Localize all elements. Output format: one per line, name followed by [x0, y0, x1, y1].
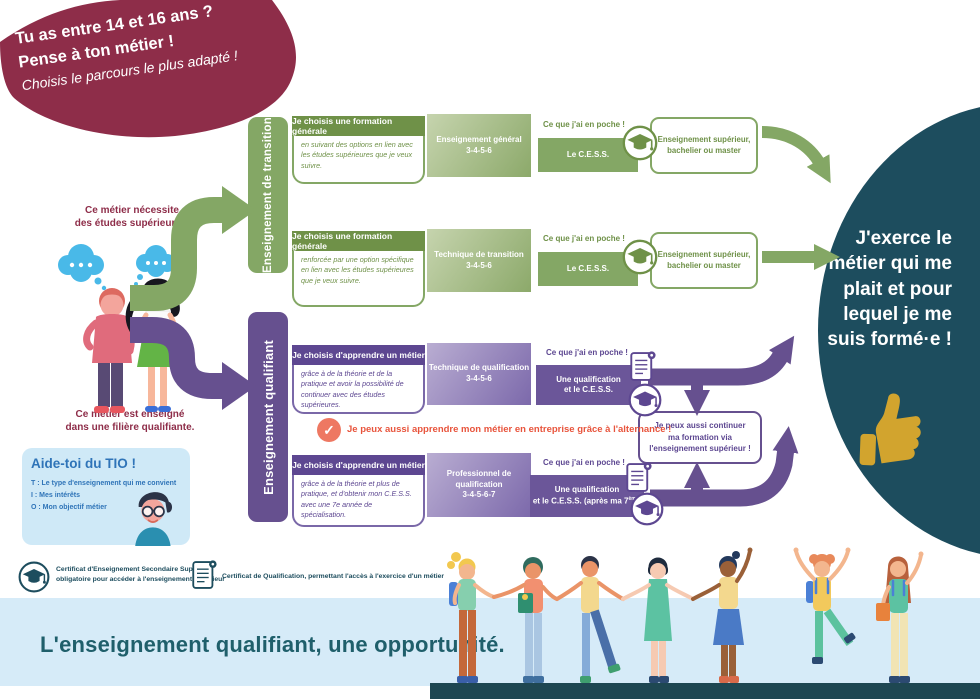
teens-illustration [58, 244, 180, 413]
tio-item-o: O : Mon objectif métier [31, 503, 107, 511]
row3-pocket-label: Ce que j'ai en poche ! [546, 348, 628, 357]
row4-pocket-box: Une qualification et le C.E.S.S. (après … [530, 475, 644, 517]
legend-cq-text: Certificat de Qualification, permettant … [222, 573, 445, 580]
row4-pocket-sup: ème [628, 495, 639, 502]
tio-title: Aide-toi du TIO ! [31, 456, 136, 471]
continue-note-box: Je peux aussi continuer ma formation via… [638, 411, 762, 464]
row1-description: en suivant des options en lien avec les … [292, 136, 425, 184]
row2-pocket-box: Le C.E.S.S. [538, 252, 638, 286]
student-1 [447, 552, 496, 683]
row2-outcome-box: Enseignement supérieur, bachelier ou mas… [650, 232, 758, 289]
qualification-doc-icon-row4 [626, 461, 652, 494]
cess-cap-icon-row3 [628, 383, 662, 417]
row1-header: Je choisis une formation générale [292, 116, 425, 136]
check-glyph: ✓ [323, 421, 335, 438]
student-2 [492, 557, 559, 683]
row2-pocket-label: Ce que j'ai en poche ! [543, 234, 625, 243]
intro-blob [0, 0, 296, 138]
student-5 [691, 547, 753, 683]
legend-cess-cap-icon [18, 561, 50, 593]
cess-cap-icon-row4 [630, 492, 664, 526]
student-3 [555, 556, 625, 683]
alternance-text: Je peux aussi apprendre mon métier en en… [347, 424, 672, 435]
platform [430, 683, 980, 699]
arrow-row3-result [648, 335, 795, 386]
result-text: J'exerce le métier qui me plait et pour … [827, 228, 952, 351]
note-qualifiant: Ce métier est enseigné dans une filière … [65, 409, 195, 433]
alternance-check-icon: ✓ [317, 418, 341, 442]
cess-cap-icon-row1 [622, 125, 658, 161]
note-transition: Ce métier nécessite des études supérieur… [74, 205, 190, 229]
thumbs-up-icon [859, 393, 921, 466]
teen-boy [83, 288, 135, 413]
qualification-doc-icon-row3 [630, 350, 656, 383]
row4-header: Je choisis d'apprendre un métier [292, 455, 425, 475]
section-transition-label: Enseignement de transition [262, 116, 274, 273]
student-7 [876, 551, 924, 683]
cess-cap-icon-row2 [622, 239, 658, 275]
row1-pocket-label: Ce que j'ai en poche ! [543, 120, 625, 129]
row4-pocket-text: Une qualification et le C.E.S.S. (après … [532, 485, 629, 506]
section-qualifiant: Enseignement qualifiant [248, 312, 288, 522]
row3-track: Technique de qualification 3-4-5-6 [427, 343, 531, 405]
row4-description: grâce à de la théorie et plus de pratiqu… [292, 475, 425, 527]
row2-track: Technique de transition 3-4-5-6 [427, 229, 531, 292]
student-6 [793, 547, 856, 664]
section-qualifiant-label: Enseignement qualifiant [260, 339, 276, 495]
tio-item-i: I : Mes intérêts [31, 491, 81, 499]
legend-qualification-doc-icon [192, 559, 217, 591]
thought-bubble-1 [58, 244, 107, 291]
row3-pocket-box: Une qualification et le C.E.S.S. [536, 365, 641, 405]
tagline: L'enseignement qualifiant, une opportuni… [40, 632, 505, 657]
row1-outcome-box: Enseignement supérieur, bachelier ou mas… [650, 117, 758, 174]
students-group-illustration [430, 547, 980, 699]
row3-header: Je choisis d'apprendre un métier [292, 345, 425, 365]
row2-description: renforcée par une option spécifique en l… [292, 251, 425, 307]
arrow-row1-result [761, 126, 831, 184]
tio-item-t: T : Le type d'enseignement qui me convie… [31, 480, 177, 487]
row3-description: grâce à de la théorie et de la pratique … [292, 365, 425, 414]
tio-boy-illustration [135, 492, 173, 546]
section-transition: Enseignement de transition [248, 117, 288, 273]
row4-pocket-label: Ce que j'ai en poche ! [543, 458, 625, 467]
row1-track: Enseignement général 3-4-5-6 [427, 114, 531, 177]
student-4 [621, 557, 695, 683]
row1-pocket-box: Le C.E.S.S. [538, 138, 638, 172]
row2-header: Je choisis une formation générale [292, 231, 425, 251]
row4-track: Professionnel de qualification 3-4-5-6-7 [427, 453, 531, 517]
